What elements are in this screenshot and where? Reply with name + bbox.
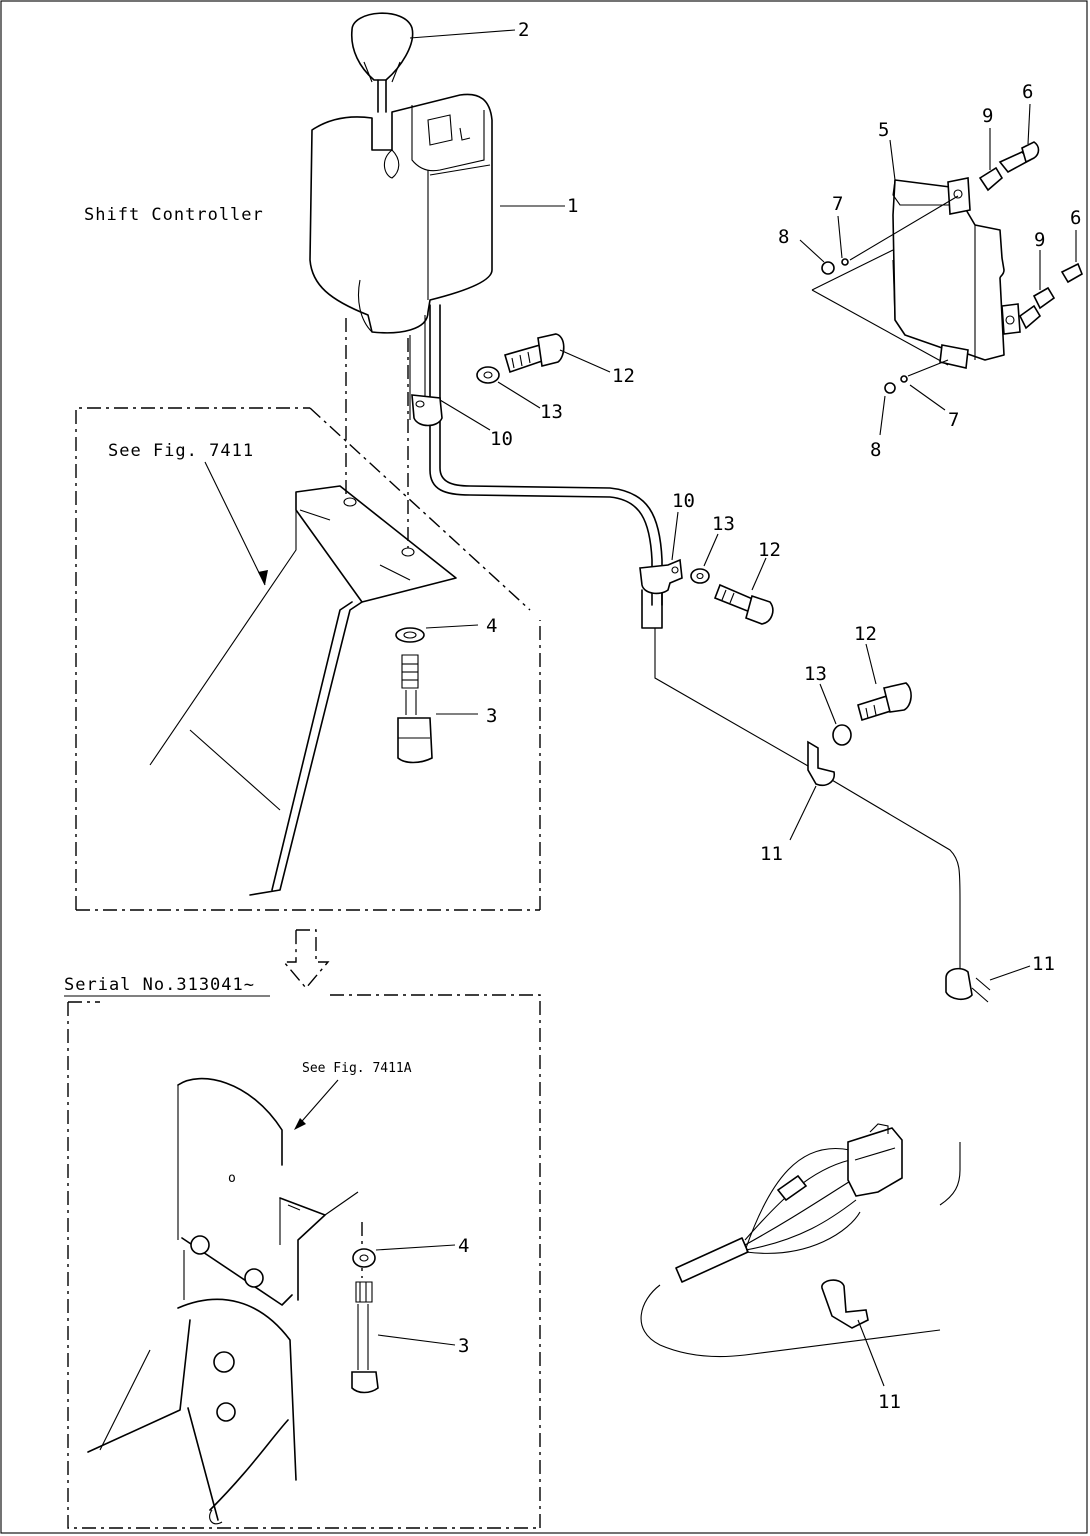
upper-mount-frame <box>75 318 541 911</box>
bolt-3-lower <box>351 1248 379 1394</box>
callout-5: 5 <box>878 119 889 141</box>
callout-12-c: 12 <box>854 623 877 645</box>
bolt-12-right <box>832 682 912 746</box>
callout-leaders <box>375 29 1077 1387</box>
callout-4-b: 4 <box>458 1235 469 1257</box>
callout-10-a: 10 <box>490 428 513 450</box>
serial-number: Serial No.313041~ <box>64 975 255 995</box>
clip-11-cable <box>807 740 836 787</box>
callout-8-a: 8 <box>778 226 789 248</box>
svg-text:o: o <box>228 1171 236 1186</box>
wiring-harness <box>640 1123 961 1358</box>
see-fig-upper: See Fig. 7411 <box>108 441 254 461</box>
callout-6-b: 6 <box>1070 207 1081 229</box>
callout-1: 1 <box>567 195 578 217</box>
callout-3-b: 3 <box>458 1335 469 1357</box>
clamp-10-upper <box>411 394 443 427</box>
clip-11-end <box>945 967 991 1003</box>
callout-13-c: 13 <box>804 663 827 685</box>
callout-3-a: 3 <box>486 705 497 727</box>
see-fig-lower: See Fig. 7411A <box>302 1061 412 1076</box>
callout-9-b: 9 <box>1034 229 1045 251</box>
bolt-3-upper <box>395 627 433 764</box>
callout-9-a: 9 <box>982 105 993 127</box>
bolt-12-upper <box>476 333 565 384</box>
callout-6-a: 6 <box>1022 81 1033 103</box>
callout-2: 2 <box>518 19 529 41</box>
callout-7-b: 7 <box>948 409 959 431</box>
callout-11-a: 11 <box>760 843 783 865</box>
callout-13-a: 13 <box>540 401 563 423</box>
controller-cable <box>429 304 961 975</box>
callout-12-a: 12 <box>612 365 635 387</box>
callout-7-a: 7 <box>832 193 843 215</box>
callout-12-b: 12 <box>758 539 781 561</box>
callout-10-b: 10 <box>672 490 695 512</box>
shift-controller-caption: Shift Controller <box>84 205 264 225</box>
callout-4-a: 4 <box>486 615 497 637</box>
callout-8-b: 8 <box>870 439 881 461</box>
controller-box-5 <box>811 141 1084 394</box>
shift-controller <box>309 12 493 420</box>
labels: Shift Controller See Fig. 7411 See Fig. … <box>64 19 1081 1413</box>
lower-mount-frame: o <box>67 994 541 1529</box>
callout-11-b: 11 <box>1032 953 1055 975</box>
callout-13-b: 13 <box>712 513 735 535</box>
down-arrow <box>282 929 330 990</box>
callout-11-c: 11 <box>878 1391 901 1413</box>
clamp-10-lower <box>639 558 774 625</box>
